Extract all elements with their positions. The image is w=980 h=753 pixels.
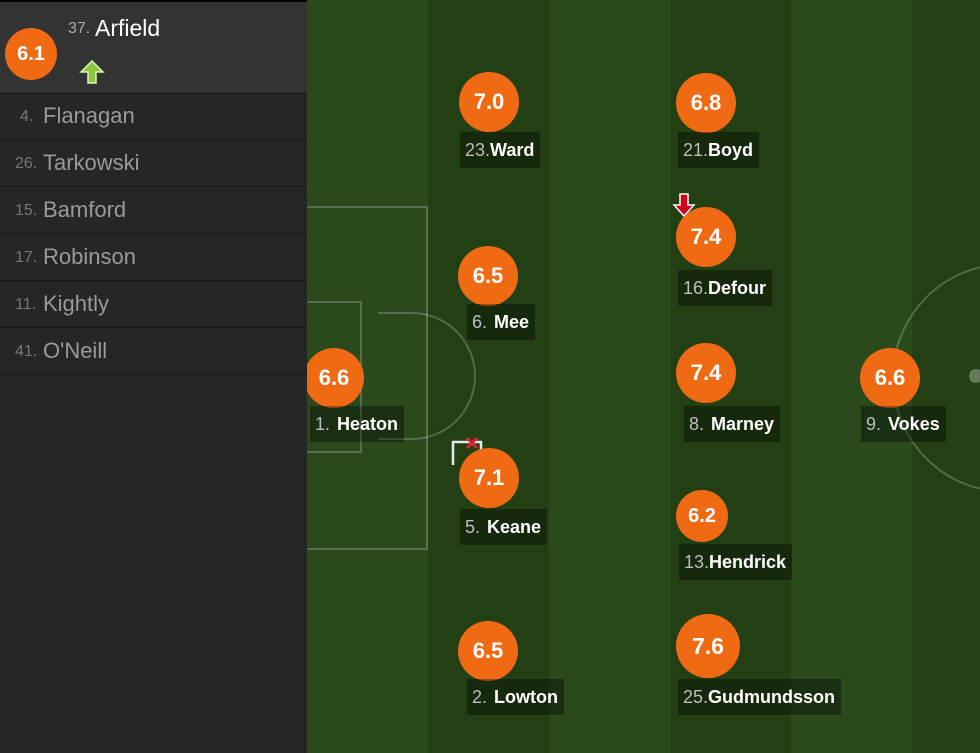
player-name: Mee xyxy=(494,311,530,332)
player-name: Bamford xyxy=(43,197,127,222)
player-name: Tarkowski xyxy=(43,150,140,175)
player-label: 6. Mee xyxy=(467,304,536,340)
bench-row-flanagan[interactable]: 4. Flanagan xyxy=(0,94,307,140)
shirt-number: 6. xyxy=(472,311,488,332)
player-name: Marney xyxy=(711,413,775,434)
rating-badge: 6.2 xyxy=(676,490,728,542)
shirt-number: 37. xyxy=(68,20,91,37)
player-label: 13. Hendrick xyxy=(679,544,793,580)
arrow-up-icon xyxy=(79,59,105,84)
shirt-number: 16. xyxy=(683,277,709,298)
rating-badge: 7.0 xyxy=(459,72,519,132)
player-name: Hendrick xyxy=(709,551,787,572)
shirt-number: 17. xyxy=(15,249,38,266)
player-name: Vokes xyxy=(888,413,940,434)
rating-badge: 6.1 xyxy=(5,28,57,80)
pitch: 6.6 1. Heaton 7.0 23. Ward 6.5 6. Mee 7.… xyxy=(307,0,980,753)
shirt-number: 25. xyxy=(683,686,709,707)
player-label: 1. Heaton xyxy=(310,406,405,442)
player-label: 9. Vokes xyxy=(861,406,946,442)
player-name: Keane xyxy=(487,516,542,537)
arrow-down-icon xyxy=(672,193,696,218)
player-name: Lowton xyxy=(494,686,558,707)
rating-badge: 6.6 xyxy=(307,348,364,408)
substitutes-panel: 6.1 37. Arfield 4. Flanagan 26. Tarkowsk… xyxy=(0,0,307,753)
player-name: Defour xyxy=(708,277,767,298)
shirt-number: 9. xyxy=(866,413,882,434)
shirt-number: 4. xyxy=(20,108,34,125)
player-label: 5. Keane xyxy=(460,509,548,545)
shirt-number: 1. xyxy=(315,413,331,434)
player-name: Boyd xyxy=(708,139,754,160)
player-name: Kightly xyxy=(43,291,110,316)
shirt-number: 23. xyxy=(465,139,491,160)
shirt-number: 13. xyxy=(684,551,710,572)
shirt-number: 2. xyxy=(472,686,488,707)
shirt-number: 8. xyxy=(689,413,705,434)
rating-badge: 6.5 xyxy=(458,621,518,681)
bench-row-kightly[interactable]: 11. Kightly xyxy=(0,282,307,328)
rating-badge: 7.6 xyxy=(676,614,740,678)
bench-row-bamford[interactable]: 15. Bamford xyxy=(0,188,307,234)
shirt-number: 5. xyxy=(465,516,481,537)
player-name: Ward xyxy=(490,139,535,160)
rating-badge: 7.1 xyxy=(459,448,519,508)
player-name: Robinson xyxy=(43,244,136,269)
player-label: 21. Boyd xyxy=(678,132,760,168)
rating-badge: 6.8 xyxy=(676,73,736,133)
player-label: 16. Defour xyxy=(678,270,773,306)
player-label: 25. Gudmundsson xyxy=(678,679,842,715)
bench-row-oneill[interactable]: 41. O'Neill xyxy=(0,329,307,375)
player-name: Arfield xyxy=(95,15,161,41)
rating-badge: 6.5 xyxy=(458,246,518,306)
shirt-number: 41. xyxy=(15,343,38,360)
shirt-number: 21. xyxy=(683,139,709,160)
substitute-row-arfield[interactable]: 6.1 37. Arfield xyxy=(0,0,307,94)
center-spot xyxy=(969,369,980,383)
shirt-number: 26. xyxy=(15,155,38,172)
player-name: Heaton xyxy=(337,413,399,434)
bench-row-robinson[interactable]: 17. Robinson xyxy=(0,235,307,281)
rating-badge: 7.4 xyxy=(676,207,736,267)
player-name: Flanagan xyxy=(43,103,135,128)
player-name: Gudmundsson xyxy=(708,686,836,707)
shirt-number: 15. xyxy=(15,202,38,219)
rating-badge: 6.6 xyxy=(860,348,920,408)
player-label: 23. Ward xyxy=(460,132,541,168)
rating-badge: 7.4 xyxy=(676,343,736,403)
shirt-number: 11. xyxy=(15,296,37,313)
player-label: 8. Marney xyxy=(684,406,781,442)
player-label: 2. Lowton xyxy=(467,679,564,715)
player-name: O'Neill xyxy=(43,338,108,363)
bench-row-tarkowski[interactable]: 26. Tarkowski xyxy=(0,141,307,187)
